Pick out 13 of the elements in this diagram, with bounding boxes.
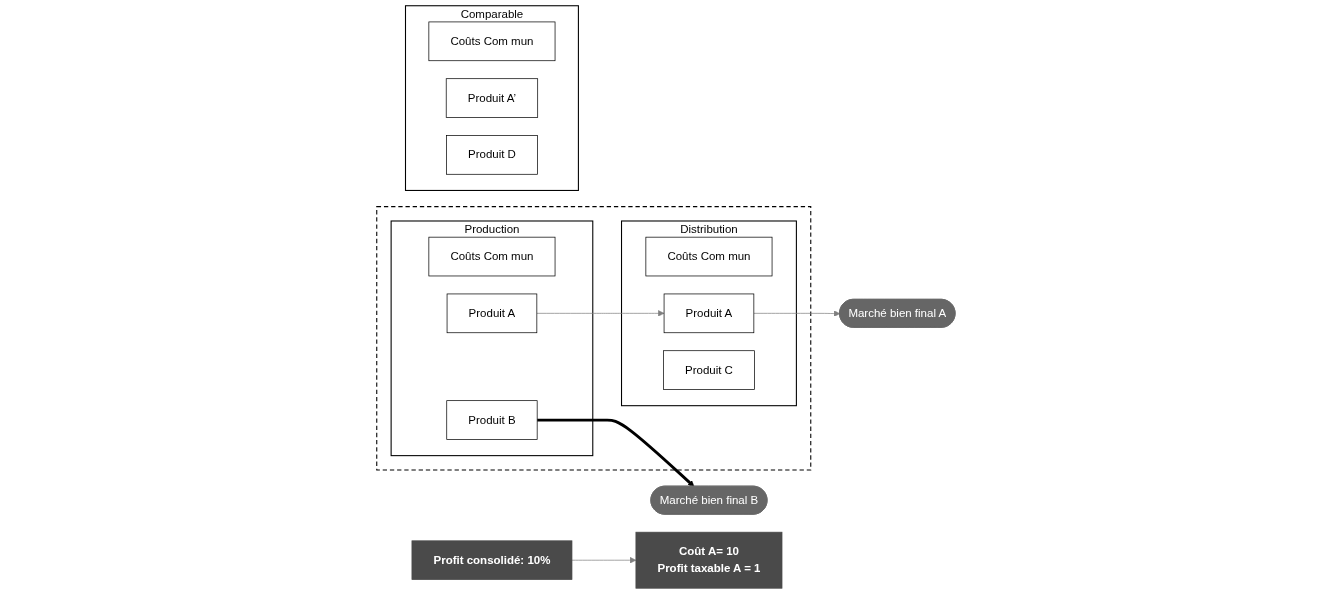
node-box: Produit C <box>663 350 755 390</box>
node-box: Produit B <box>446 400 538 440</box>
node-box: Produit D <box>446 135 538 175</box>
cluster <box>376 206 812 471</box>
node-box: Produit A <box>663 293 755 334</box>
node-box: Profit consolidé: 10% <box>411 540 573 580</box>
node-box: Coût A= 10 Profit taxable A = 1 <box>635 531 783 589</box>
node-box: Coûts Com mun <box>428 236 556 277</box>
arrow <box>537 418 695 487</box>
node-box: Coûts Com mun <box>428 21 556 62</box>
node-box: Produit A <box>446 293 538 334</box>
node-box: Coûts Com mun <box>645 236 773 277</box>
node-box: Produit A’ <box>445 78 539 118</box>
